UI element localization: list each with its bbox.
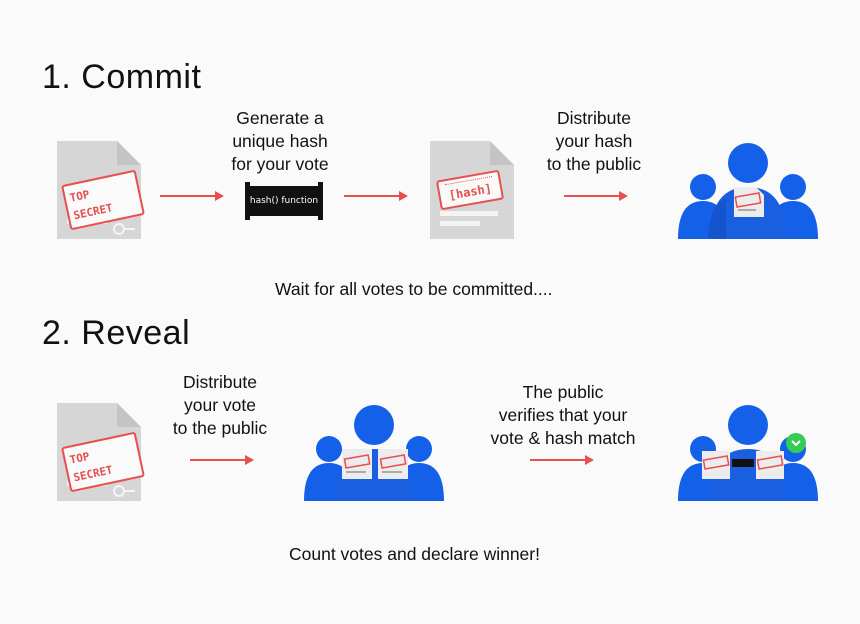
- distribute-vote-label: Distribute your vote to the public: [172, 372, 268, 438]
- arrow-3: [564, 191, 628, 201]
- arrow-4: [190, 455, 254, 465]
- arrow-5: [530, 455, 594, 465]
- hash-function-label: hash() function: [249, 196, 319, 206]
- final-text: Count votes and declare winner!: [289, 544, 540, 564]
- distribute-hash-label: Distribute your hash to the public: [546, 108, 642, 174]
- verify-label: The public verifies that your vote & has…: [490, 382, 636, 448]
- top-secret-stamp-text-2: TOP SECRET: [68, 449, 114, 485]
- public-crowd-vote-icon: [302, 405, 446, 501]
- generate-hash-label: Generate a unique hash for your vote: [231, 108, 329, 174]
- commit-heading: 1. Commit: [42, 58, 202, 96]
- hash-function-box: hash() function: [245, 182, 323, 220]
- hash-document-icon: [hash]: [430, 141, 514, 239]
- checkmark-icon: [786, 433, 806, 453]
- arrow-1: [160, 191, 224, 201]
- public-crowd-hash-icon: [676, 143, 820, 239]
- top-secret-document-icon: TOP SECRET: [57, 141, 145, 239]
- reveal-heading: 2. Reveal: [42, 314, 191, 352]
- arrow-2: [344, 191, 408, 201]
- public-crowd-verified-icon: [676, 405, 820, 501]
- top-secret-document-icon-2: TOP SECRET: [57, 403, 145, 501]
- wait-text: Wait for all votes to be committed....: [275, 279, 553, 299]
- top-secret-stamp-text: TOP SECRET: [68, 187, 114, 223]
